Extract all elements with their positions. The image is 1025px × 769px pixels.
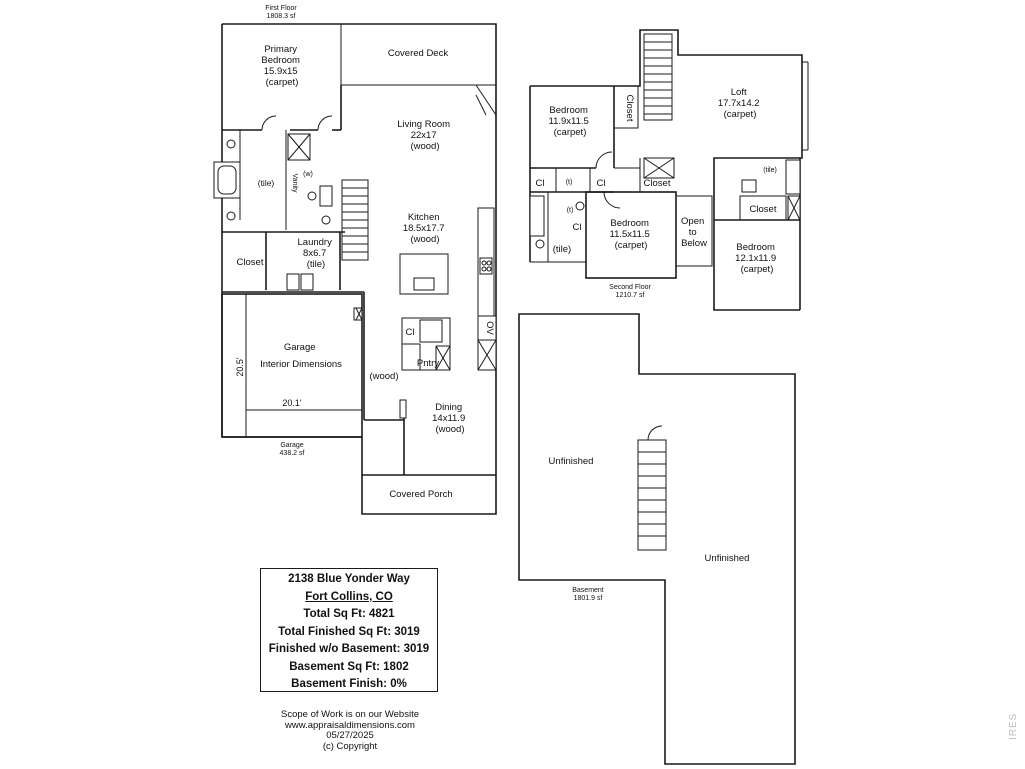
primary-bedroom-label: Primary Bedroom 15.9x15 (carpet) [261,44,302,88]
covered-deck-label: Covered Deck [388,48,448,59]
closet-2-label: Closet [644,178,671,189]
second-floor-title: Second Floor [609,284,651,291]
basement-finish: Basement Finish: 0% [291,678,407,690]
closet-3-label: Closet [750,204,777,215]
cl-label: Cl [406,327,415,338]
first-floor-plan: First Floor 1808.3 sf Vanity (w) [213,5,497,515]
finished-without-basement: Finished w/o Basement: 3019 [268,643,430,655]
t-1-label: (t) [566,179,573,186]
kitchen-label: Kitchen 18.5x17.7 (wood) [403,212,447,245]
garage-width-dimension: 20.1' [282,398,302,408]
first-floor-title: First Floor [265,5,297,12]
footer-website: www.appraisaldimensions.com [285,719,415,731]
bath-tile-label: (tile) [258,178,275,188]
pantry-label: Pntry [417,358,439,369]
vanity-label: Vanity [291,174,298,193]
footer-copyright: (c) Copyright [322,740,378,752]
bath-tile-2-label: (tile) [553,244,571,255]
footer: Scope of Work is on our Website www.appr… [260,709,440,752]
garage-area: 438.2 sf [280,450,305,457]
living-room-label: Living Room 22x17 (wood) [397,119,452,152]
garage-area-title: Garage [280,442,303,449]
closet-vertical-label: Closet [624,95,635,122]
basement-title: Basement [572,587,604,594]
footer-line-1: Scope of Work is on our Website [281,709,419,720]
bedroom-2-label: Bedroom 11.5x11.5 (carpet) [610,218,653,251]
cl-1-label: Cl [536,178,545,189]
cl-3-label: Cl [573,222,582,233]
first-floor-area: 1808.3 sf [267,13,296,20]
basement-unfinished-2: Unfinished [705,553,750,564]
total-finished-sq-ft: Total Finished Sq Ft: 3019 [278,625,420,638]
cl-2-label: Cl [597,178,606,189]
loft-label: Loft 17.7x14.2 (carpet) [718,87,762,120]
footer-date: 05/27/2025 [326,730,374,741]
garage-depth-dimension: 20.5' [235,357,245,377]
basement-plan [518,313,796,765]
basement-unfinished-1: Unfinished [549,456,594,467]
basement-sq-ft: Basement Sq Ft: 1802 [289,660,409,673]
address-line-1: 2138 Blue Yonder Way [288,573,410,585]
watermark: IRES [1008,712,1019,740]
address-line-2: Fort Collins, CO [305,590,393,603]
bedroom-3-label: Bedroom 12.1x11.9 (carpet) [735,242,779,275]
total-sq-ft: Total Sq Ft: 4821 [303,608,395,620]
second-floor-area: 1210.7 sf [616,292,645,299]
hall-wood-label: (wood) [369,371,398,382]
summary-box: 2138 Blue Yonder Way Fort Collins, CO To… [260,568,438,692]
dining-label: Dining 14x11.9 (wood) [432,402,468,435]
covered-porch-label: Covered Porch [389,489,452,500]
basement-area: 1801.9 sf [574,595,603,602]
second-floor-plan [529,29,809,311]
tile-2-label: (tile) [763,167,777,174]
garage-room-label: Garage Interior Dimensions [260,342,342,370]
closet-label: Closet [237,257,264,268]
oven-label: OV [484,321,495,335]
t-2-label: (t) [567,207,574,214]
w-label: (w) [303,171,313,178]
open-to-below-label: Open to Below [681,216,707,249]
laundry-label: Laundry 8x6.7 (tile) [298,237,335,270]
bedroom-1-label: Bedroom 11.9x11.5 (carpet) [549,105,592,138]
